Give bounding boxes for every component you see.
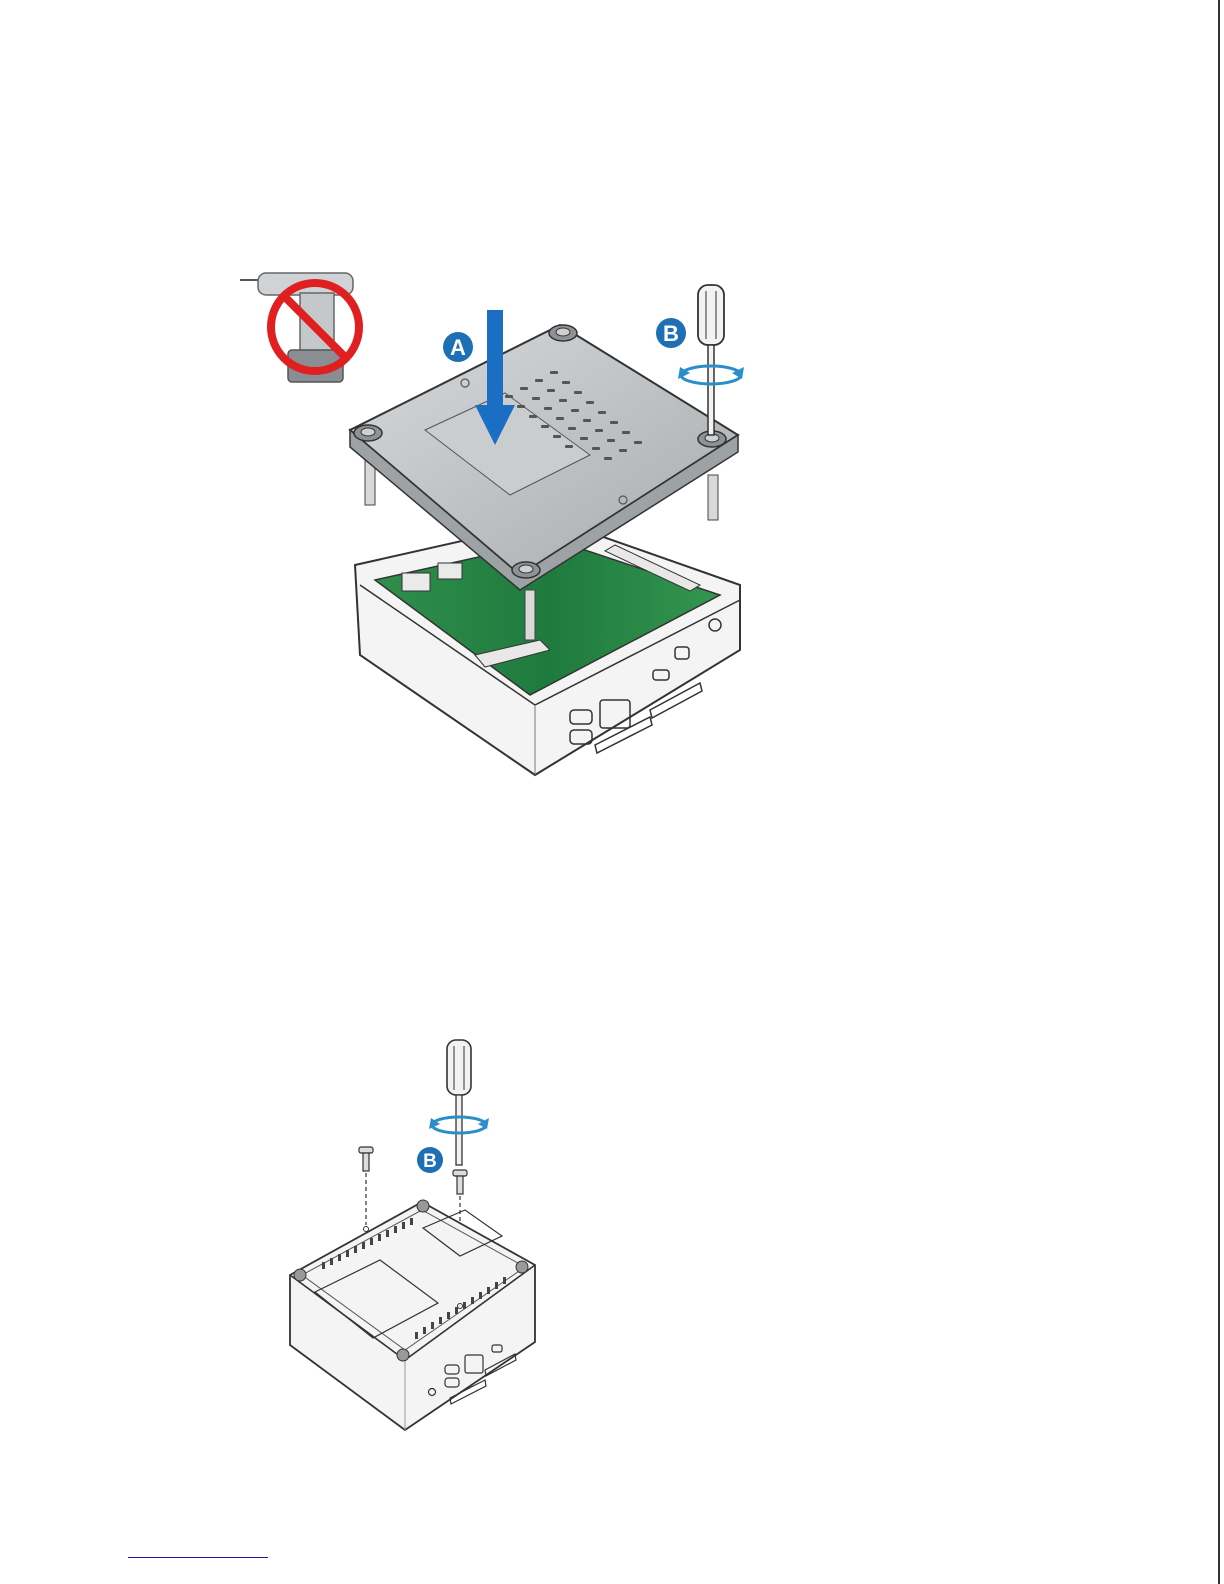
callout-b-label: B [663, 321, 679, 346]
callout-a: A [443, 332, 473, 362]
page-edge-line [1218, 0, 1220, 1584]
callout-b: B [656, 318, 686, 348]
footnote-separator [128, 1557, 268, 1558]
screwdriver-icon [447, 1040, 471, 1165]
callout-b: B [417, 1147, 443, 1173]
screw-icon [359, 1147, 373, 1171]
figure-lid-installation: A B [220, 255, 780, 805]
callout-a-label: A [450, 335, 466, 360]
callout-b-label: B [423, 1151, 437, 1172]
no-power-drill-icon [240, 273, 359, 382]
figure-fasten-screws: B [270, 1030, 560, 1450]
bottom-lid-plate [350, 325, 738, 590]
screw-icon [453, 1170, 467, 1194]
mini-pc-chassis [290, 1200, 535, 1430]
